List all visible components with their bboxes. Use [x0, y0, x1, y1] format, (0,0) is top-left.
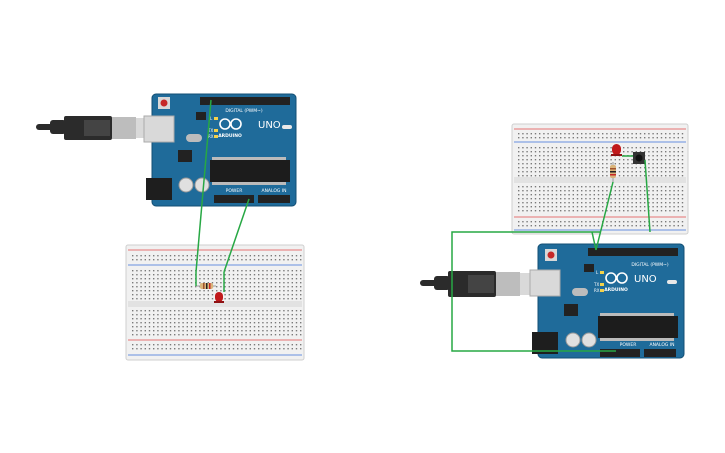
left-arduino-logo: ARDUINO — [218, 118, 242, 139]
right-arduino-logo: ARDUINO — [604, 272, 628, 293]
right-digital-header[interactable] — [588, 248, 678, 256]
left-usb-cable[interactable] — [36, 116, 154, 140]
right-led-label-l: L — [596, 270, 599, 275]
right-wires[interactable] — [451, 155, 651, 352]
right-resistor[interactable] — [610, 162, 616, 182]
right-breadboard-holes — [518, 133, 684, 227]
left-digital-header[interactable] — [200, 97, 290, 105]
svg-text:ARDUINO: ARDUINO — [218, 133, 242, 139]
left-power-jack — [146, 178, 172, 200]
right-power-header[interactable] — [600, 349, 640, 357]
left-red-led[interactable] — [214, 292, 224, 303]
left-wire-gnd — [223, 198, 250, 273]
left-circuit: DIGITAL (PWM~) L TX RX ARDUINO UNO — [36, 93, 305, 361]
right-power-jack — [532, 332, 558, 354]
svg-text:ARDUINO: ARDUINO — [604, 287, 628, 293]
left-wire-pin13 — [195, 99, 212, 273]
left-led-label-l: L — [210, 116, 213, 121]
left-led-label-tx: TX — [207, 128, 213, 133]
right-arduino-board[interactable]: DIGITAL (PWM~) L TX RX ARDUINO UNO POWER… — [529, 243, 685, 359]
right-circuit: DIGITAL (PWM~) L TX RX ARDUINO UNO POWER… — [420, 123, 689, 359]
left-model-label: UNO — [258, 120, 281, 131]
right-wire-pin-to-resistor — [595, 181, 614, 251]
right-analog-label: ANALOG IN — [649, 342, 674, 348]
left-analog-label: ANALOG IN — [261, 188, 286, 194]
right-analog-header[interactable] — [644, 349, 676, 357]
left-wires[interactable] — [195, 99, 250, 292]
right-led-label-tx: TX — [593, 282, 599, 287]
left-arduino-board[interactable]: DIGITAL (PWM~) L TX RX ARDUINO UNO — [143, 93, 297, 207]
left-digital-header-label: DIGITAL (PWM~) — [225, 108, 263, 114]
left-power-label: POWER — [226, 188, 243, 194]
right-red-led[interactable] — [611, 144, 622, 156]
left-analog-header[interactable] — [258, 195, 290, 203]
right-wire-button-gnd — [644, 159, 651, 233]
right-digital-header-label: DIGITAL (PWM~) — [631, 262, 669, 268]
right-led-label-rx: RX — [594, 288, 600, 293]
left-led-label-rx: RX — [208, 134, 214, 139]
right-breadboard[interactable] — [511, 123, 689, 235]
right-usb-port — [529, 269, 561, 297]
left-reset-button[interactable] — [158, 97, 170, 109]
right-model-label: UNO — [634, 274, 657, 285]
right-power-label: POWER — [620, 342, 637, 348]
left-power-header[interactable] — [214, 195, 254, 203]
left-resistor[interactable] — [196, 283, 216, 289]
right-reset-button[interactable] — [545, 249, 557, 261]
right-microcontroller-chip — [598, 316, 678, 338]
left-microcontroller-chip — [210, 160, 290, 182]
left-usb-port — [143, 115, 175, 143]
right-wire-loop — [451, 231, 616, 352]
right-pushbutton[interactable] — [633, 152, 645, 164]
right-usb-cable[interactable] — [420, 271, 540, 297]
